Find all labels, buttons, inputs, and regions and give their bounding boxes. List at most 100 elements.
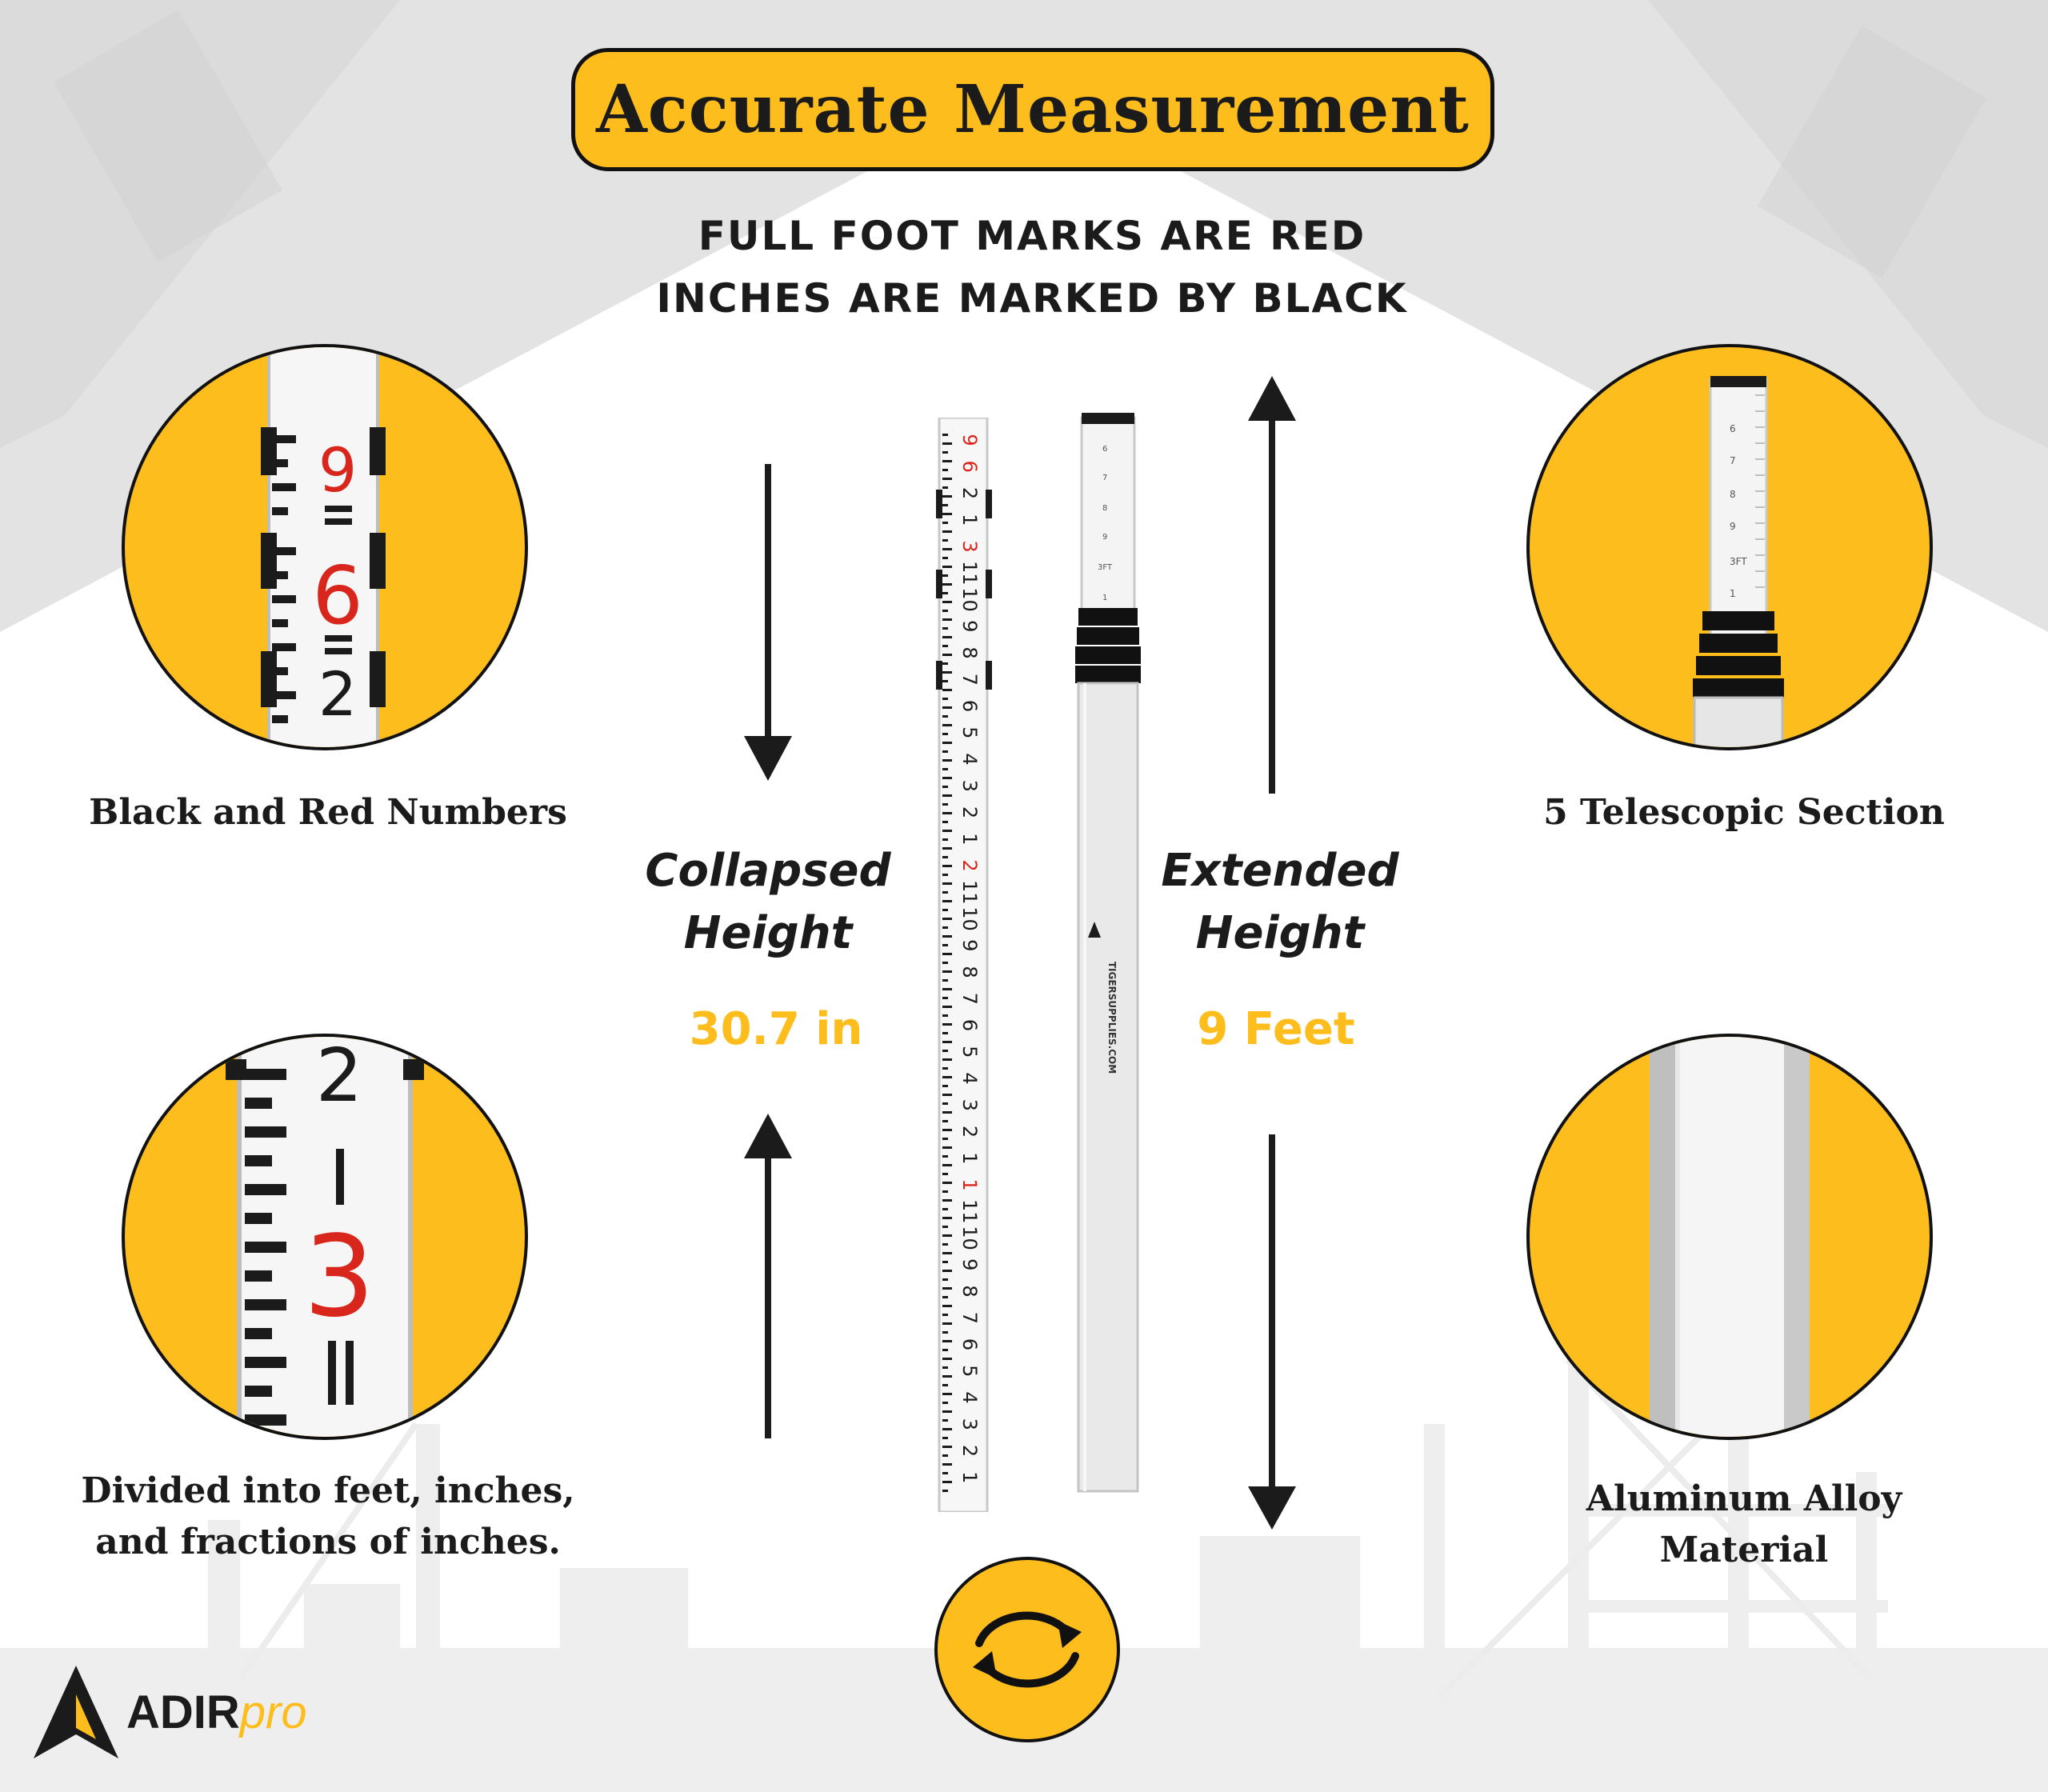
- rod-tick: [942, 1296, 948, 1298]
- logo-text: ADIRpro: [126, 1686, 307, 1739]
- rod-tick: [942, 865, 952, 867]
- arrow-up-collapsed: [744, 1114, 792, 1438]
- rod-tick: [942, 821, 948, 823]
- rod-tick: [942, 803, 948, 806]
- rod-tick: [942, 1226, 948, 1228]
- rod-tick: [942, 1006, 952, 1008]
- rod-tick: [942, 504, 948, 506]
- rod-tick: [942, 1111, 952, 1114]
- rod-tick: [942, 469, 948, 471]
- rod-tick: [942, 1446, 952, 1448]
- rod-tick: [942, 1349, 948, 1351]
- rod-tick: [942, 662, 948, 665]
- rod-tick: [942, 1270, 952, 1272]
- rod-tick: [942, 918, 952, 920]
- rod-tick: [942, 1190, 948, 1193]
- rod-tick: [942, 900, 952, 902]
- rod-tick: [942, 442, 952, 445]
- rod-number: 4: [958, 1072, 981, 1084]
- rod-tick: [942, 566, 952, 568]
- caption-black-red-numbers: Black and Red Numbers: [89, 792, 567, 833]
- rod-tick: [942, 618, 952, 621]
- rod-tick: [942, 1014, 948, 1017]
- rod-number: 6: [958, 1019, 981, 1031]
- arrow-down-collapsed: [744, 464, 792, 781]
- rod-number: 3: [958, 1418, 981, 1430]
- rod-number: 3: [958, 540, 981, 552]
- rod-number: 9: [958, 620, 981, 632]
- rod-tick: [942, 1340, 952, 1342]
- extended-label-line-2: Height: [1195, 907, 1365, 959]
- rod-tick: [942, 1023, 952, 1026]
- rod-tick: [942, 654, 952, 656]
- rod-tick: [942, 1085, 948, 1087]
- rod-number: 3: [958, 780, 981, 792]
- rod-tick: [942, 1472, 948, 1474]
- rod-tick: [942, 1164, 952, 1166]
- rod-number: 10: [958, 587, 981, 612]
- rod-number: 8: [958, 646, 981, 658]
- extended-label-line-1: Extended: [1161, 845, 1399, 897]
- rod-tick: [942, 750, 948, 753]
- logo: ADIRpro: [32, 1664, 307, 1760]
- svg-text:1: 1: [1102, 594, 1107, 602]
- rod-tick: [942, 1146, 952, 1149]
- rod-tick: [942, 1234, 952, 1237]
- svg-text:2: 2: [316, 1037, 363, 1118]
- rod-tick: [942, 742, 952, 744]
- rod-number: 9: [958, 939, 981, 951]
- rod-number: 6: [958, 461, 981, 473]
- rod-number: 2: [958, 1445, 981, 1457]
- caption-divided-line-1: Divided into feet, inches,: [81, 1470, 575, 1511]
- rod-tick: [942, 953, 952, 955]
- rod-closeup-numbers-image: 9 6 2: [261, 347, 386, 747]
- rod-tick: [942, 592, 948, 594]
- rod-number: 1: [958, 1471, 981, 1483]
- rod-tick: [942, 1402, 948, 1404]
- subtitle-line-1: FULL FOOT MARKS ARE RED: [698, 213, 1366, 259]
- svg-text:8: 8: [1102, 504, 1107, 513]
- title-banner: Accurate Measurement: [571, 48, 1494, 171]
- collapsed-rod-image: 9621311109876543212111098765432111110987…: [936, 418, 992, 1512]
- rod-foot-mark: 3FT: [1098, 563, 1113, 572]
- rotate-badge: [934, 1557, 1120, 1742]
- rod-tick: [942, 988, 952, 990]
- svg-text:6: 6: [1730, 423, 1736, 434]
- rod-tick: [942, 997, 948, 999]
- rod-tick: [942, 856, 948, 858]
- rod-tick: [942, 1041, 952, 1043]
- rod-tick: [942, 1437, 948, 1439]
- rod-number: 5: [958, 1365, 981, 1377]
- rod-tick: [942, 1217, 952, 1219]
- page-title: Accurate Measurement: [596, 71, 1470, 148]
- rod-tick: [942, 627, 948, 630]
- collapsed-height-value: 30.7 in: [689, 1003, 863, 1055]
- rod-tick: [942, 610, 948, 612]
- svg-text:7: 7: [1102, 474, 1107, 482]
- rod-tick: [942, 486, 948, 489]
- feature-circle-aluminum: [1526, 1034, 1933, 1440]
- rod-tick: [942, 583, 952, 586]
- rod-tick: [942, 522, 948, 524]
- rod-tick: [942, 830, 952, 832]
- rod-tick: [942, 1173, 948, 1175]
- rod-tick: [942, 680, 948, 682]
- rod-number: 6: [958, 700, 981, 712]
- rod-tick: [942, 1366, 948, 1369]
- collapsed-label-line-1: Collapsed: [645, 845, 891, 897]
- caption-aluminum-line-1: Aluminum Alloy: [1586, 1478, 1902, 1519]
- rod-tick: [942, 1182, 952, 1184]
- rod-tick: [942, 733, 948, 735]
- rod-tick: [942, 1058, 952, 1061]
- subtitle-line-2: INCHES ARE MARKED BY BLACK: [656, 275, 1408, 322]
- rod-number: 11: [958, 561, 981, 586]
- rod-tick: [942, 882, 952, 885]
- rod-tick: [942, 1419, 948, 1422]
- rod-tick: [942, 935, 952, 938]
- rod-tick: [942, 1129, 952, 1131]
- rod-tick: [942, 1331, 948, 1334]
- rod-tick: [942, 706, 952, 709]
